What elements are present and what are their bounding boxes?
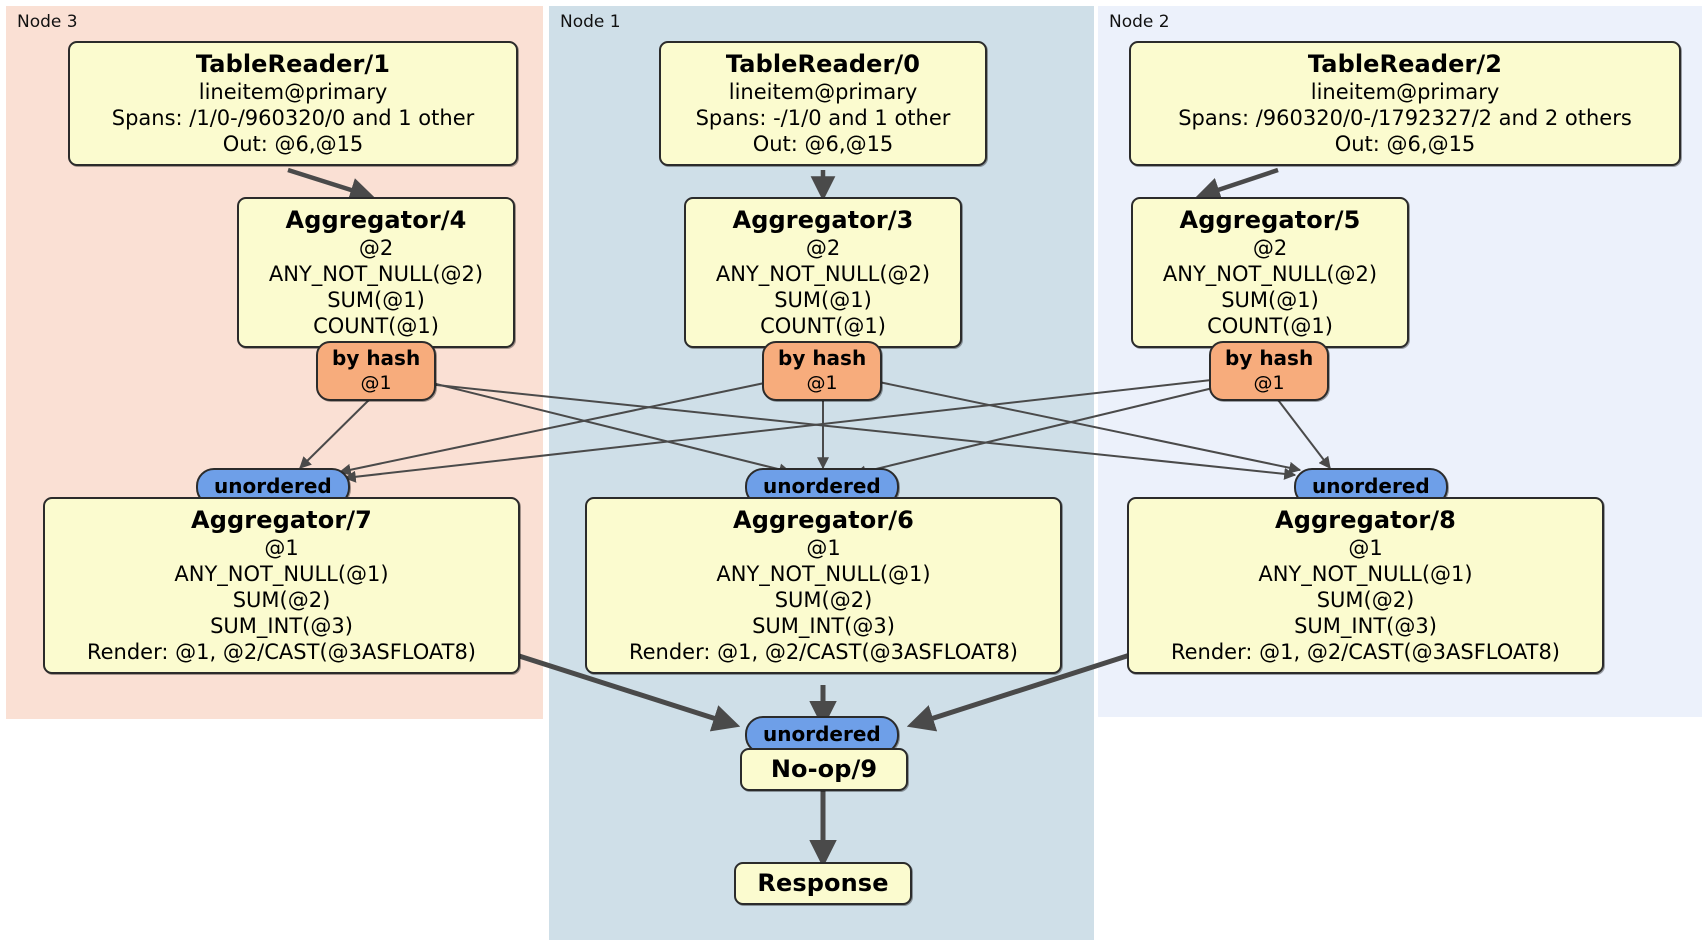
processor-title: Response bbox=[757, 869, 889, 897]
processor-detail-line: Spans: /960320/0-/1792327/2 and 2 others bbox=[1178, 106, 1632, 130]
processor-title: Aggregator/7 bbox=[191, 506, 372, 534]
processor-aggregator-8[interactable]: Aggregator/8 @1 ANY_NOT_NULL(@1) SUM(@2)… bbox=[1127, 497, 1604, 674]
processor-detail-line: Out: @6,@15 bbox=[222, 132, 364, 156]
processor-detail-line: lineitem@primary bbox=[728, 80, 918, 104]
processor-detail-line: ANY_NOT_NULL(@2) bbox=[268, 262, 484, 286]
processor-detail-line: ANY_NOT_NULL(@1) bbox=[716, 562, 931, 586]
processor-title: TableReader/2 bbox=[1307, 50, 1503, 78]
processor-no-op-9[interactable]: No-op/9 bbox=[740, 748, 908, 791]
processor-detail-line: SUM(@2) bbox=[232, 588, 331, 612]
processor-table-reader-1[interactable]: TableReader/1 lineitem@primary Spans: /1… bbox=[68, 41, 518, 166]
processor-table-reader-2[interactable]: TableReader/2 lineitem@primary Spans: /9… bbox=[1129, 41, 1681, 166]
processor-title: Aggregator/4 bbox=[285, 206, 467, 234]
router-title: unordered bbox=[763, 474, 881, 498]
processor-title: TableReader/1 bbox=[195, 50, 391, 78]
processor-detail-line: @2 bbox=[1252, 236, 1288, 260]
router-title: by hash bbox=[1225, 346, 1314, 370]
router-title: unordered bbox=[763, 722, 881, 746]
processor-detail-line: SUM_INT(@3) bbox=[210, 614, 353, 638]
processor-detail-line: SUM(@2) bbox=[1316, 588, 1415, 612]
processor-detail-line: @1 bbox=[1348, 536, 1383, 560]
processor-detail-line: Out: @6,@15 bbox=[752, 132, 894, 156]
processor-title: Aggregator/8 bbox=[1275, 506, 1456, 534]
processor-detail-line: SUM(@1) bbox=[327, 288, 425, 312]
processor-detail-line: Render: @1, @2/CAST(@3ASFLOAT8) bbox=[628, 640, 1019, 664]
router-unordered-final[interactable]: unordered bbox=[745, 716, 899, 754]
processor-detail-line: SUM(@2) bbox=[774, 588, 873, 612]
processor-detail-line: COUNT(@1) bbox=[1207, 314, 1333, 338]
processor-detail-line: Spans: /1/0-/960320/0 and 1 other bbox=[111, 106, 475, 130]
router-by-hash-right[interactable]: by hash @1 bbox=[1209, 341, 1330, 401]
processor-detail-line: SUM_INT(@3) bbox=[1294, 614, 1437, 638]
processor-response[interactable]: Response bbox=[734, 862, 912, 905]
node-label-node1: Node 1 bbox=[560, 12, 621, 32]
processor-detail-line: SUM(@1) bbox=[774, 288, 872, 312]
processor-aggregator-5[interactable]: Aggregator/5 @2 ANY_NOT_NULL(@2) SUM(@1)… bbox=[1131, 197, 1409, 348]
router-by-hash-center[interactable]: by hash @1 bbox=[762, 341, 883, 401]
router-by-hash-left[interactable]: by hash @1 bbox=[316, 341, 437, 401]
node-label-node3: Node 3 bbox=[17, 12, 78, 32]
processor-detail-line: COUNT(@1) bbox=[760, 314, 886, 338]
processor-aggregator-7[interactable]: Aggregator/7 @1 ANY_NOT_NULL(@1) SUM(@2)… bbox=[43, 497, 520, 674]
processor-title: Aggregator/5 bbox=[1179, 206, 1361, 234]
processor-detail-line: lineitem@primary bbox=[1310, 80, 1500, 104]
router-title: unordered bbox=[214, 474, 332, 498]
processor-title: Aggregator/6 bbox=[733, 506, 914, 534]
processor-detail-line: ANY_NOT_NULL(@2) bbox=[1162, 262, 1378, 286]
processor-aggregator-6[interactable]: Aggregator/6 @1 ANY_NOT_NULL(@1) SUM(@2)… bbox=[585, 497, 1062, 674]
processor-detail-line: SUM(@1) bbox=[1221, 288, 1319, 312]
processor-table-reader-0[interactable]: TableReader/0 lineitem@primary Spans: -/… bbox=[659, 41, 987, 166]
processor-detail-line: SUM_INT(@3) bbox=[752, 614, 895, 638]
router-title: by hash bbox=[778, 346, 867, 370]
processor-detail-line: ANY_NOT_NULL(@2) bbox=[715, 262, 931, 286]
processor-detail-line: ANY_NOT_NULL(@1) bbox=[1258, 562, 1473, 586]
processor-detail-line: COUNT(@1) bbox=[313, 314, 439, 338]
processor-detail-line: ANY_NOT_NULL(@1) bbox=[174, 562, 389, 586]
router-subtitle: @1 bbox=[360, 372, 392, 394]
processor-title: Aggregator/3 bbox=[732, 206, 914, 234]
processor-detail-line: @1 bbox=[806, 536, 841, 560]
router-subtitle: @1 bbox=[806, 372, 838, 394]
processor-detail-line: Out: @6,@15 bbox=[1334, 132, 1476, 156]
processor-aggregator-3[interactable]: Aggregator/3 @2 ANY_NOT_NULL(@2) SUM(@1)… bbox=[684, 197, 962, 348]
processor-aggregator-4[interactable]: Aggregator/4 @2 ANY_NOT_NULL(@2) SUM(@1)… bbox=[237, 197, 515, 348]
processor-detail-line: Render: @1, @2/CAST(@3ASFLOAT8) bbox=[1170, 640, 1561, 664]
node-label-node2: Node 2 bbox=[1109, 12, 1170, 32]
processor-detail-line: Render: @1, @2/CAST(@3ASFLOAT8) bbox=[86, 640, 477, 664]
router-subtitle: @1 bbox=[1253, 372, 1285, 394]
processor-detail-line: Spans: -/1/0 and 1 other bbox=[695, 106, 951, 130]
router-title: by hash bbox=[332, 346, 421, 370]
processor-detail-line: @1 bbox=[264, 536, 299, 560]
processor-detail-line: @2 bbox=[358, 236, 394, 260]
processor-title: TableReader/0 bbox=[725, 50, 921, 78]
processor-detail-line: @2 bbox=[805, 236, 841, 260]
router-title: unordered bbox=[1312, 474, 1430, 498]
processor-detail-line: lineitem@primary bbox=[198, 80, 388, 104]
processor-title: No-op/9 bbox=[770, 755, 878, 783]
